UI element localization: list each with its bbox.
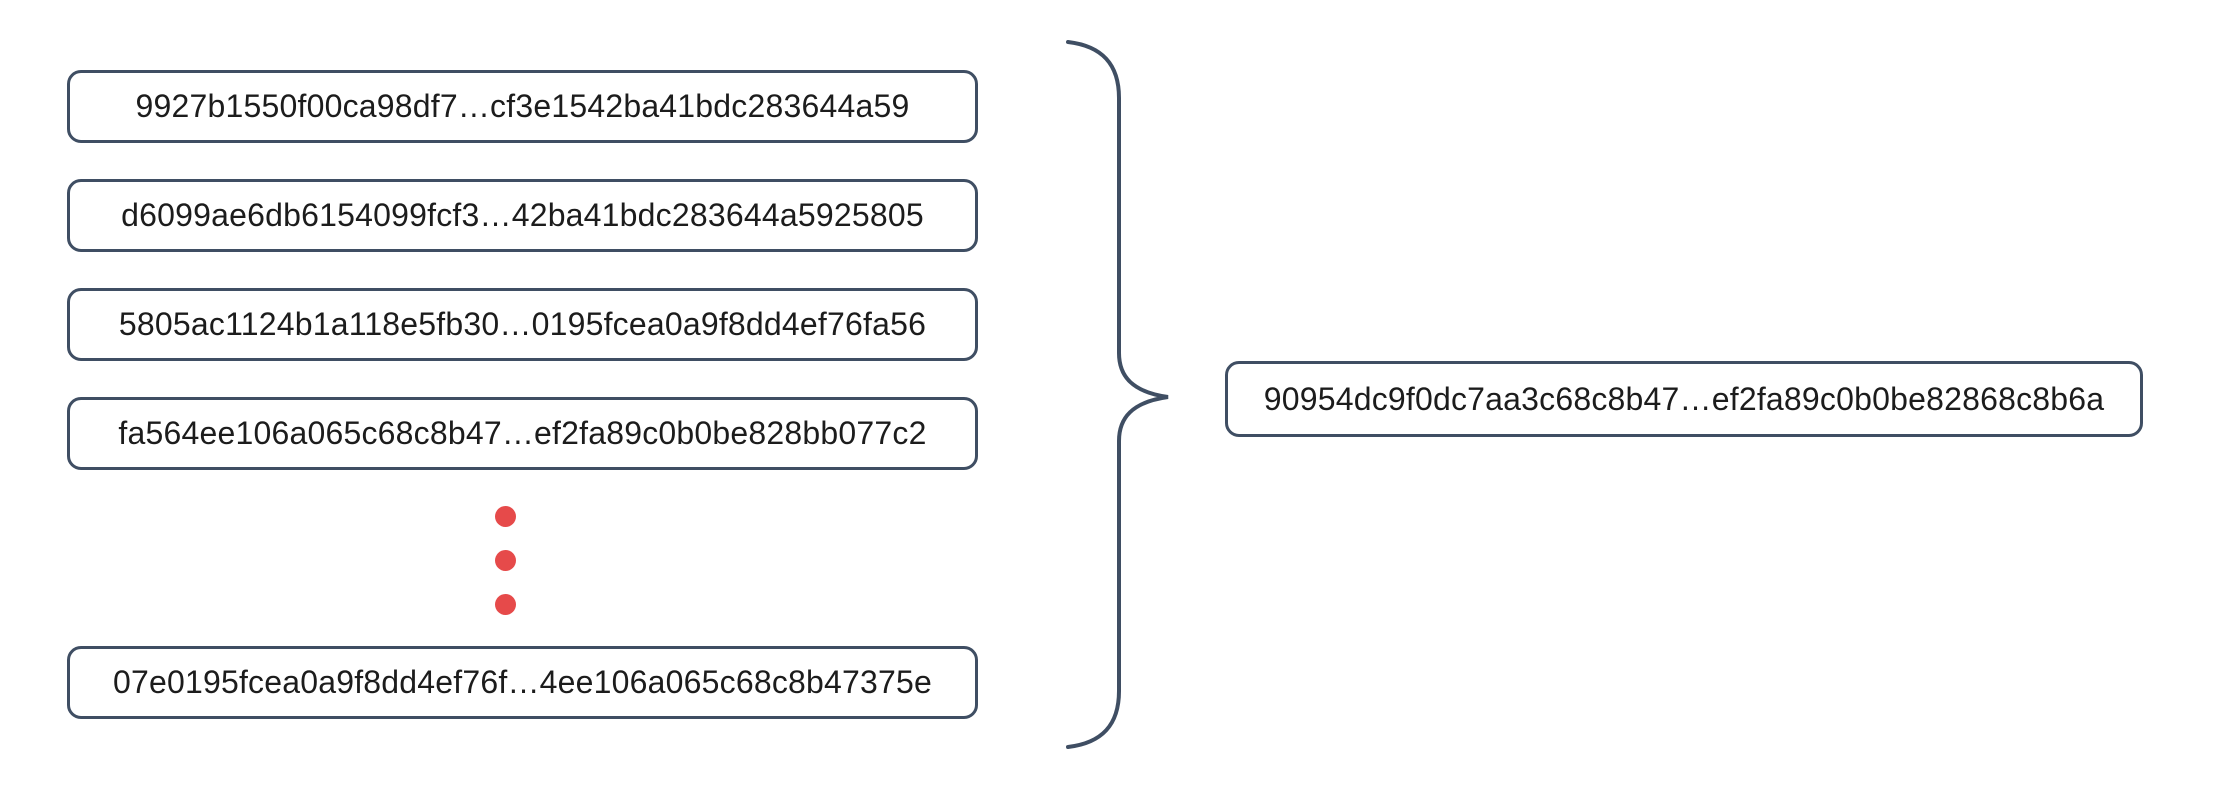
- vertical-ellipsis-icon: [495, 506, 516, 615]
- result-hash-box: 90954dc9f0dc7aa3c68c8b47…ef2fa89c0b0be82…: [1225, 361, 2143, 437]
- hash-box-2: d6099ae6db6154099fcf3…42ba41bdc283644a59…: [67, 179, 978, 252]
- curly-brace-icon: [1066, 40, 1169, 749]
- hash-box-2-label: d6099ae6db6154099fcf3…42ba41bdc283644a59…: [121, 197, 924, 233]
- ellipsis-dot-icon: [495, 594, 516, 615]
- hash-box-5-label: 07e0195fcea0a9f8dd4ef76f…4ee106a065c68c8…: [112, 664, 933, 700]
- hash-box-4: fa564ee106a065c68c8b47…ef2fa89c0b0be828b…: [67, 397, 978, 470]
- ellipsis-dot-icon: [495, 550, 516, 571]
- hash-box-1-label: 9927b1550f00ca98df7…cf3e1542ba41bdc28364…: [135, 88, 910, 124]
- result-hash-label: 90954dc9f0dc7aa3c68c8b47…ef2fa89c0b0be82…: [1263, 380, 2105, 417]
- hash-box-1: 9927b1550f00ca98df7…cf3e1542ba41bdc28364…: [67, 70, 978, 143]
- hash-box-3-label: 5805ac1124b1a118e5fb30…0195fcea0a9f8dd4e…: [118, 306, 927, 342]
- hash-box-4-label: fa564ee106a065c68c8b47…ef2fa89c0b0be828b…: [118, 415, 927, 451]
- ellipsis-dot-icon: [495, 506, 516, 527]
- hash-box-5: 07e0195fcea0a9f8dd4ef76f…4ee106a065c68c8…: [67, 646, 978, 719]
- hash-box-3: 5805ac1124b1a118e5fb30…0195fcea0a9f8dd4e…: [67, 288, 978, 361]
